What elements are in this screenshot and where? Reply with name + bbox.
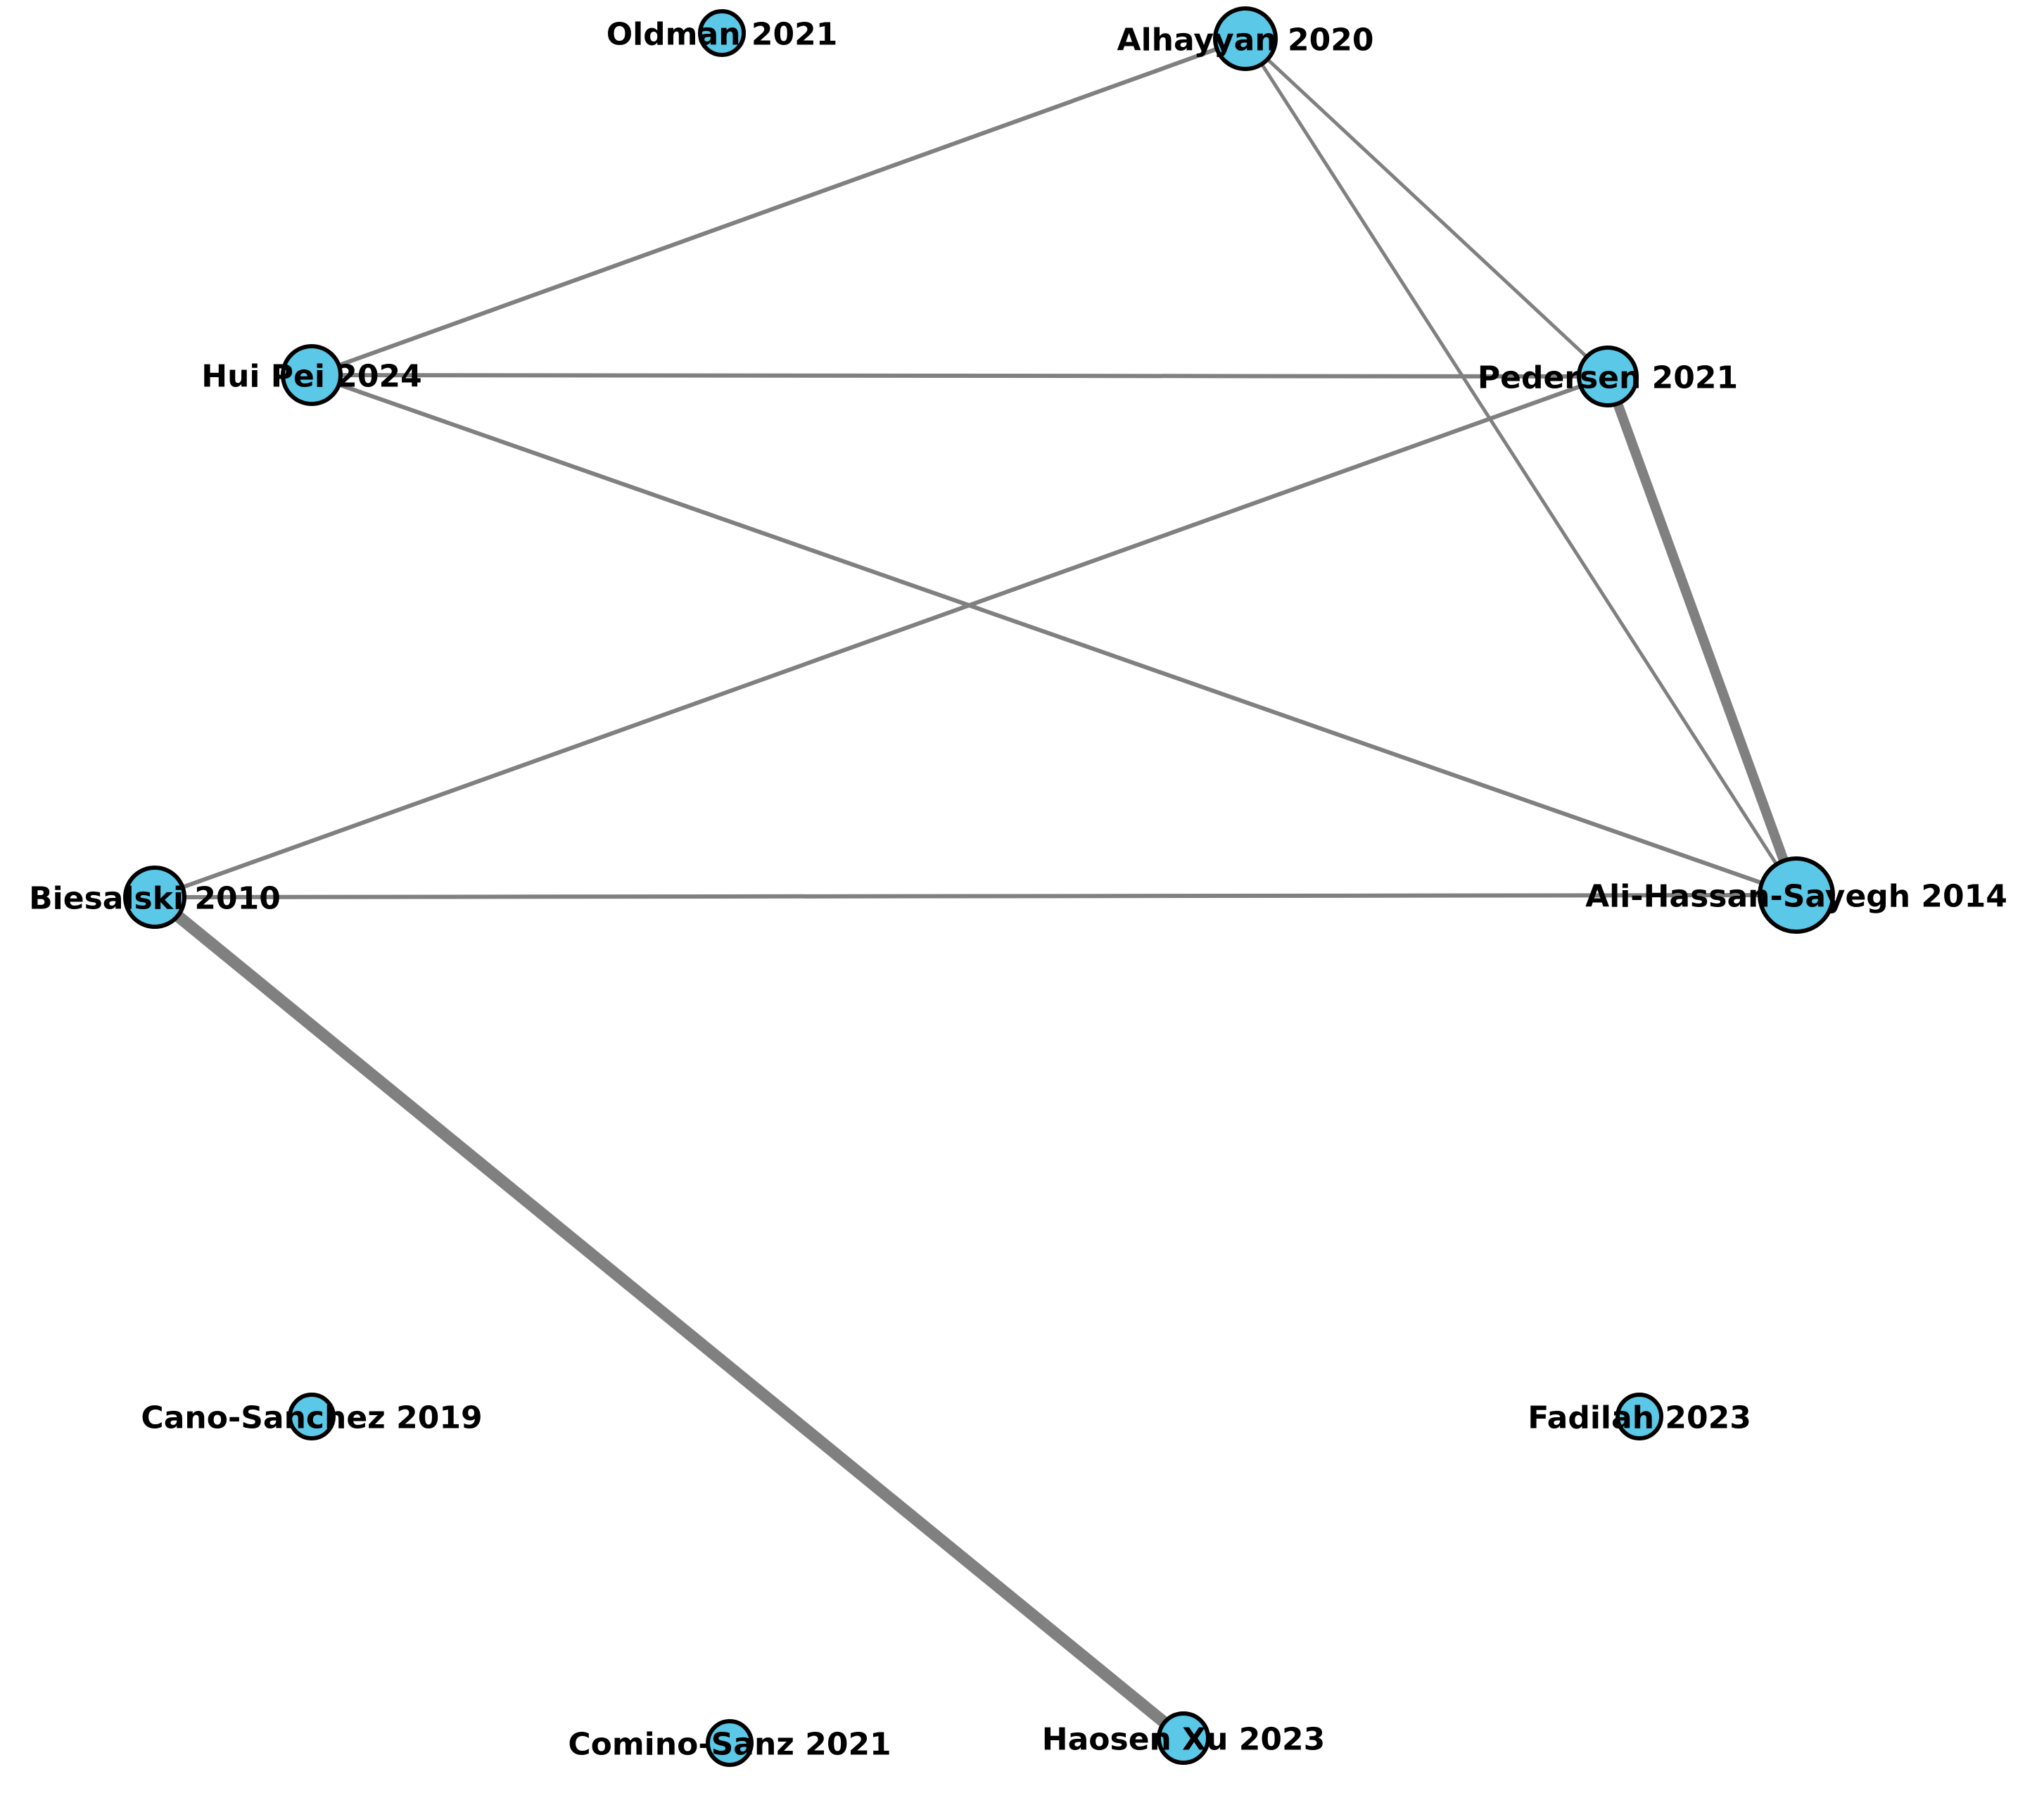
node-layer (123, 6, 1835, 1767)
network-node-label-pedersen-2021: Pedersen 2021 (1478, 360, 1738, 396)
network-node-fadilah-2023[interactable] (1615, 1393, 1663, 1440)
network-node-cano-sanchez-2019[interactable] (288, 1393, 336, 1440)
network-edge (1603, 374, 1801, 897)
network-node-oldman-2021[interactable] (698, 9, 746, 57)
network-node-label-comino-sanz-2021: Comino-Sanz 2021 (568, 1727, 891, 1763)
network-node-label-fadilah-2023: Fadilah 2023 (1528, 1400, 1751, 1436)
network-edge (310, 37, 1247, 377)
network-node-label-hui-pei-2024: Hui Pei 2024 (201, 359, 422, 395)
network-edge (153, 374, 1609, 899)
network-node-label-alhayyan-2020: Alhayyan 2020 (1117, 23, 1374, 58)
network-edge (154, 893, 1797, 899)
network-node-pedersen-2021[interactable] (1577, 346, 1639, 407)
network-node-haosen-xu-2023[interactable] (1157, 1711, 1210, 1765)
network-edge (151, 892, 1188, 1743)
network-node-label-oldman-2021: Oldman 2021 (607, 17, 838, 53)
network-node-ali-hassan-sayegh-2014[interactable] (1758, 856, 1835, 934)
network-edge (1243, 37, 1798, 896)
network-node-label-ali-hassan-sayegh-2014: Ali-Hassan-Sayegh 2014 (1585, 879, 2007, 915)
network-node-alhayyan-2020[interactable] (1213, 6, 1278, 71)
network-node-label-cano-sanchez-2019: Cano-Sanchez 2019 (141, 1400, 482, 1436)
network-node-biesalski-2010[interactable] (123, 866, 186, 929)
network-node-hui-pei-2024[interactable] (281, 344, 343, 406)
network-edge (311, 373, 1797, 897)
network-node-label-haosen-xu-2023: Haosen Xu 2023 (1042, 1722, 1325, 1758)
network-edge (1244, 37, 1609, 378)
edge-layer (151, 37, 1801, 1743)
network-node-comino-sanz-2021[interactable] (706, 1719, 754, 1767)
network-node-label-biesalski-2010: Biesalski 2010 (29, 881, 281, 917)
network-edge (311, 373, 1608, 379)
